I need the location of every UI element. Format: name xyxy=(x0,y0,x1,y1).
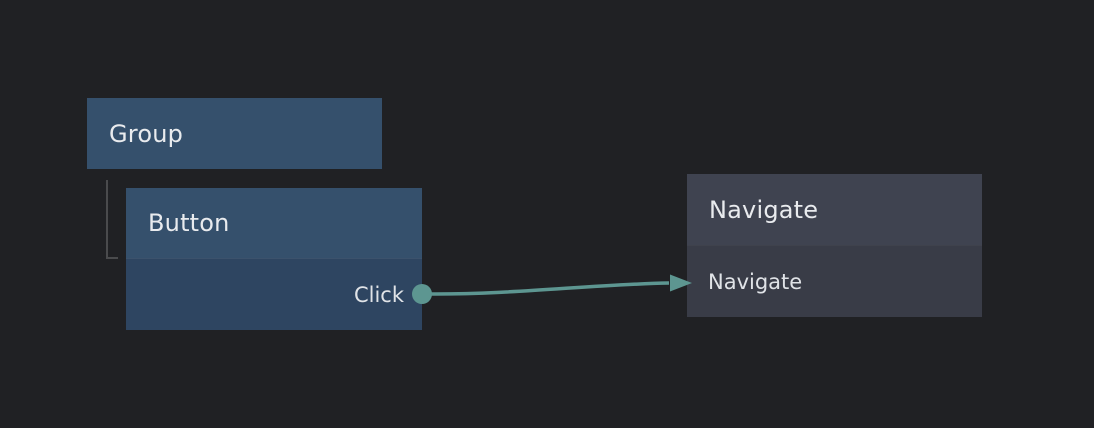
node-navigate[interactable]: Navigate Navigate xyxy=(687,174,982,317)
node-navigate-title: Navigate xyxy=(709,195,819,224)
node-navigate-header[interactable]: Navigate xyxy=(687,174,982,245)
node-group-title: Group xyxy=(109,119,184,148)
node-button-click-row[interactable]: Click xyxy=(126,258,422,330)
node-navigate-action-row[interactable]: Navigate xyxy=(687,245,982,317)
connection-wire[interactable] xyxy=(429,281,670,296)
node-button-header[interactable]: Button xyxy=(126,188,422,258)
node-group[interactable]: Group xyxy=(87,98,382,169)
node-button[interactable]: Button Click xyxy=(126,188,422,330)
tree-connector-line xyxy=(106,180,108,259)
click-port-label: Click xyxy=(353,282,404,307)
node-button-title: Button xyxy=(148,209,230,237)
tree-connector-elbow xyxy=(106,257,118,259)
navigate-action-label: Navigate xyxy=(708,269,803,294)
node-group-header[interactable]: Group xyxy=(87,98,382,169)
